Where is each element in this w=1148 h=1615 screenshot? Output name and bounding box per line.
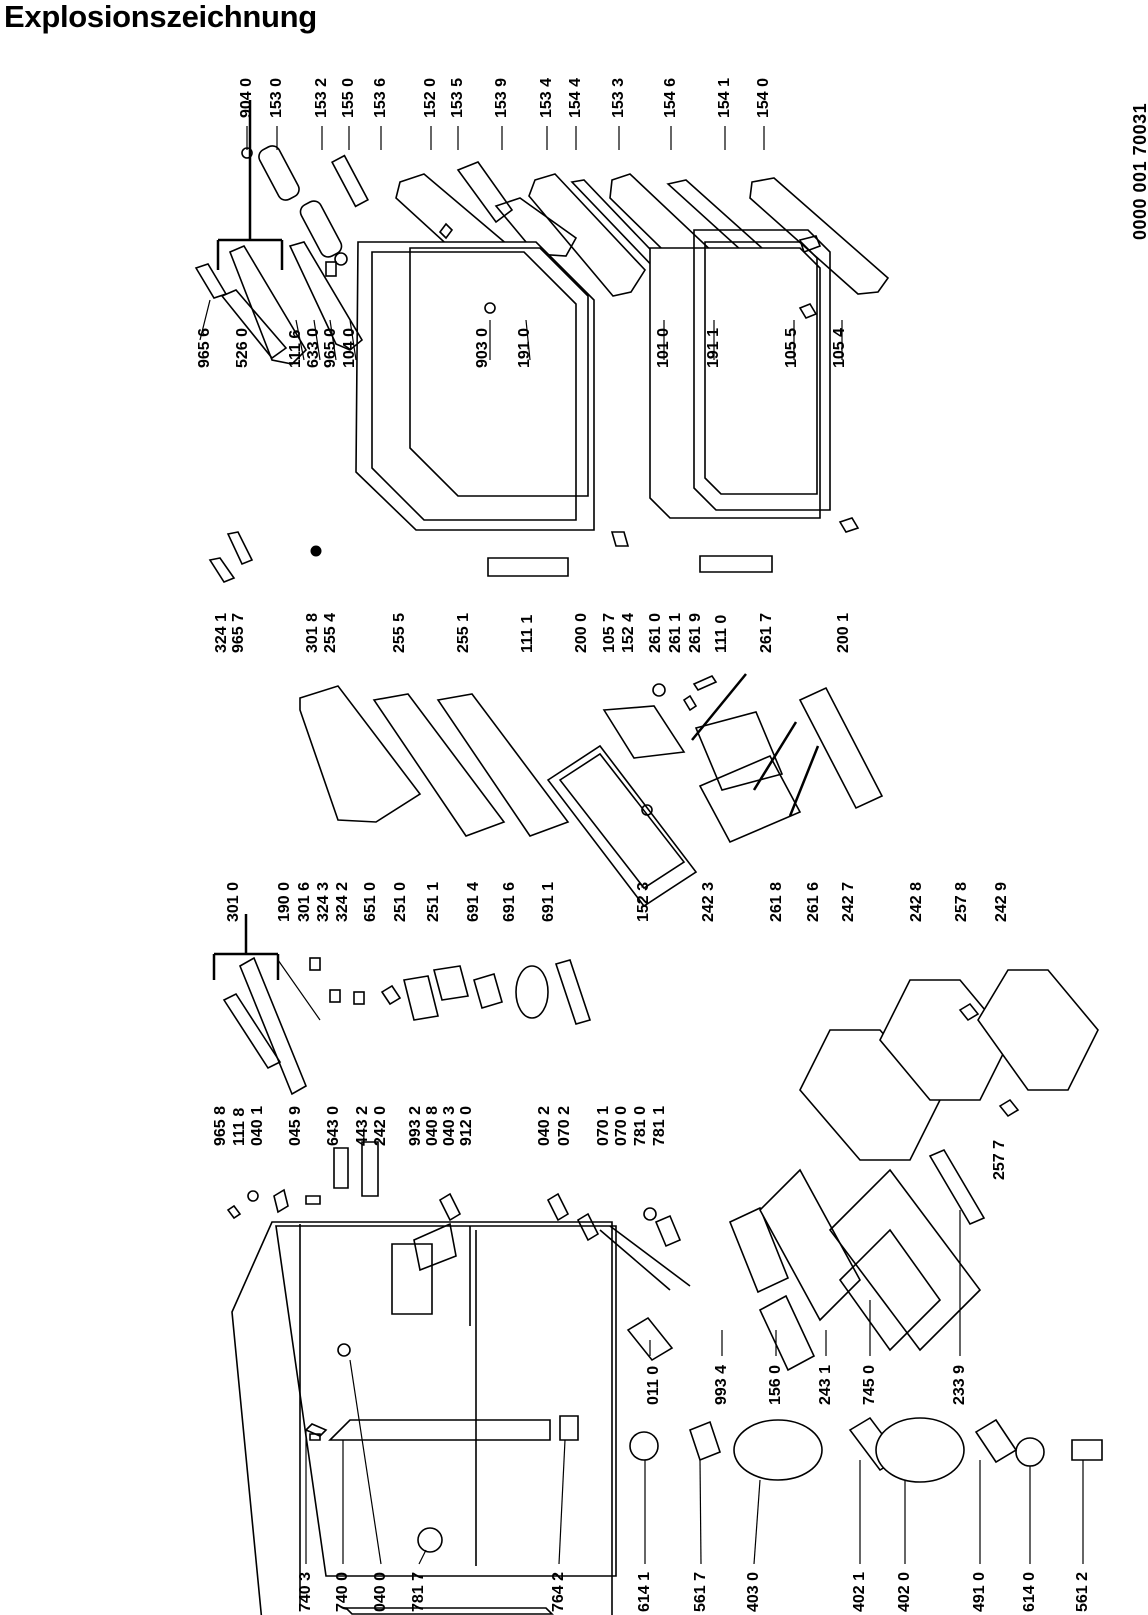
page-title: Explosionszeichnung [4, 0, 317, 34]
document-number: 0000 001 70031 [1130, 102, 1148, 240]
control-panel-group [194, 100, 364, 583]
shelves-group [299, 673, 884, 908]
freezer-door-group [355, 229, 860, 577]
cabinet-group [226, 1141, 691, 1615]
compressor-group [304, 1415, 1103, 1553]
crisper-drawers-group [799, 969, 1099, 1161]
evaporator-group [212, 914, 592, 1096]
freezer-baskets-group [728, 1148, 986, 1372]
leader-lines [199, 126, 1084, 1565]
